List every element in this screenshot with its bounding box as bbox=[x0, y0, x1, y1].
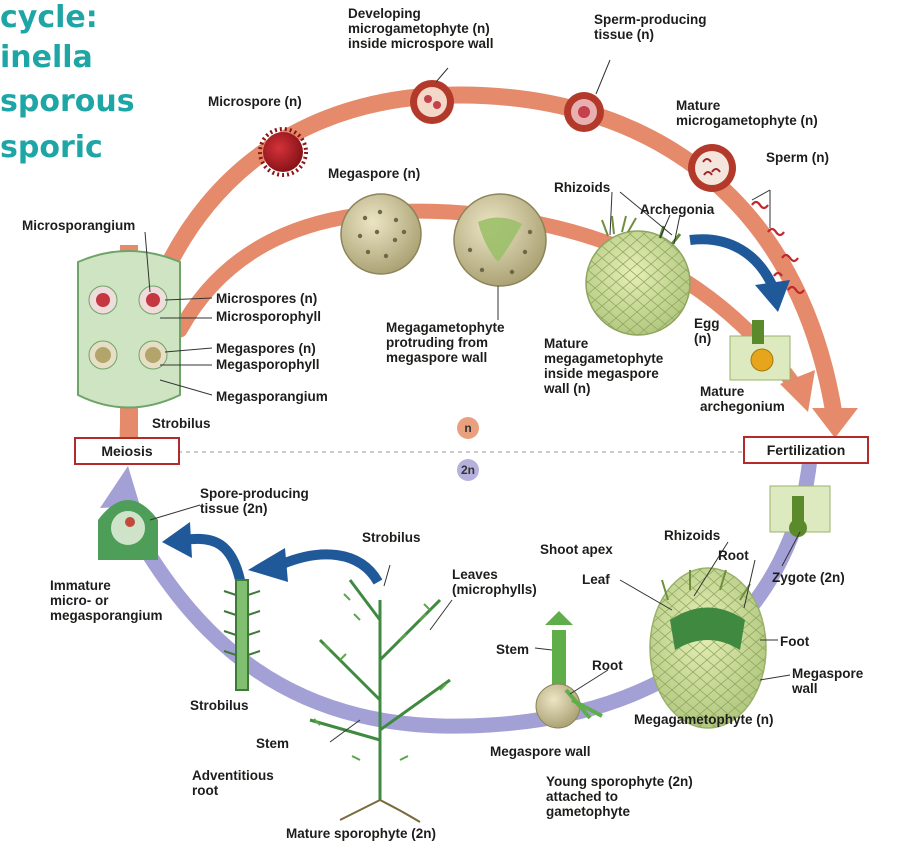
developing-microgametophyte-illustration bbox=[410, 80, 454, 124]
title-line-1: cycle: bbox=[0, 0, 98, 38]
label-megaspore-wall-bottom: Megaspore wall bbox=[490, 744, 591, 759]
label-immature-sporangium: Immature micro- or megasporangium bbox=[50, 578, 163, 623]
label-leaf: Leaf bbox=[582, 572, 610, 587]
label-megasporangium: Megasporangium bbox=[216, 389, 328, 404]
label-megaspores: Megaspores (n) bbox=[216, 341, 316, 356]
label-stem-mid: Stem bbox=[496, 642, 529, 657]
label-strobilus-top: Strobilus bbox=[152, 416, 211, 431]
label-microsporangium: Microsporangium bbox=[22, 218, 135, 233]
label-archegonia: Archegonia bbox=[640, 202, 714, 217]
label-mature-microgametophyte: Mature microgametophyte (n) bbox=[676, 98, 818, 128]
fertilization-box: Fertilization bbox=[743, 436, 869, 464]
sporangium-process-arrow bbox=[185, 539, 240, 580]
megaspore-illustration bbox=[341, 194, 421, 274]
outer-arc-arrowhead bbox=[812, 408, 858, 438]
label-stem-left: Stem bbox=[256, 736, 289, 751]
sperm-tissue-illustration bbox=[564, 92, 604, 132]
label-young-sporophyte: Young sporophyte (2n) attached to gameto… bbox=[546, 774, 693, 819]
label-rhizoids-bottom: Rhizoids bbox=[664, 528, 720, 543]
label-megagametophyte-n: Megagametophyte (n) bbox=[634, 712, 774, 727]
label-megasporophyll: Megasporophyll bbox=[216, 357, 320, 372]
megagametophyte-protruding-illustration bbox=[454, 194, 546, 286]
label-mature-megagametophyte: Mature megagametophyte inside megaspore … bbox=[544, 336, 663, 396]
label-leaves: Leaves (microphylls) bbox=[452, 567, 537, 597]
immature-sporangium-illustration bbox=[98, 500, 158, 560]
label-mature-sporophyte: Mature sporophyte (2n) bbox=[286, 826, 436, 841]
label-megagametophyte-protruding: Megagametophyte protruding from megaspor… bbox=[386, 320, 505, 365]
sporangium-arrowhead bbox=[162, 522, 192, 558]
label-strobilus-left: Strobilus bbox=[190, 698, 249, 713]
label-megaspore-wall-right: Megaspore wall bbox=[792, 666, 863, 696]
diploid-marker: 2n bbox=[457, 459, 479, 481]
label-microspore: Microspore (n) bbox=[208, 94, 302, 109]
label-adventitious-root: Adventitious root bbox=[192, 768, 274, 798]
fertilization-arrowhead bbox=[755, 280, 790, 312]
label-sperm: Sperm (n) bbox=[766, 150, 829, 165]
label-mature-archegonium: Mature archegonium bbox=[700, 384, 785, 414]
mature-microgametophyte-illustration bbox=[688, 144, 736, 192]
label-shoot-apex: Shoot apex bbox=[540, 542, 613, 557]
label-rhizoids-top: Rhizoids bbox=[554, 180, 610, 195]
strobilus-top-illustration bbox=[78, 245, 180, 445]
haploid-marker: n bbox=[457, 417, 479, 439]
microspore-illustration bbox=[260, 129, 306, 175]
label-root-right: Root bbox=[718, 548, 749, 563]
label-egg: Egg (n) bbox=[694, 316, 720, 346]
fertilization-process-arrow bbox=[690, 239, 772, 285]
label-foot: Foot bbox=[780, 634, 809, 649]
label-root-mid: Root bbox=[592, 658, 623, 673]
meiosis-box: Meiosis bbox=[74, 437, 180, 465]
label-sperm-producing-tissue: Sperm-producing tissue (n) bbox=[594, 12, 707, 42]
title-line-3: sporous bbox=[0, 82, 135, 122]
strobilus-process-arrow bbox=[280, 554, 378, 582]
title-line-4: sporic bbox=[0, 128, 103, 168]
label-developing-microgametophyte: Developing microgametophyte (n) inside m… bbox=[348, 6, 494, 51]
label-zygote: Zygote (2n) bbox=[772, 570, 845, 585]
label-microsporophyll: Microsporophyll bbox=[216, 309, 321, 324]
label-megaspore: Megaspore (n) bbox=[328, 166, 420, 181]
label-spore-producing-tissue: Spore-producing tissue (2n) bbox=[200, 486, 309, 516]
strobilus-arrowhead bbox=[248, 548, 288, 582]
young-sporophyte-illustration bbox=[650, 568, 766, 728]
title-line-2: inella bbox=[0, 38, 93, 78]
label-strobilus-mid: Strobilus bbox=[362, 530, 421, 545]
zygote-illustration bbox=[770, 486, 830, 537]
label-microspores: Microspores (n) bbox=[216, 291, 317, 306]
